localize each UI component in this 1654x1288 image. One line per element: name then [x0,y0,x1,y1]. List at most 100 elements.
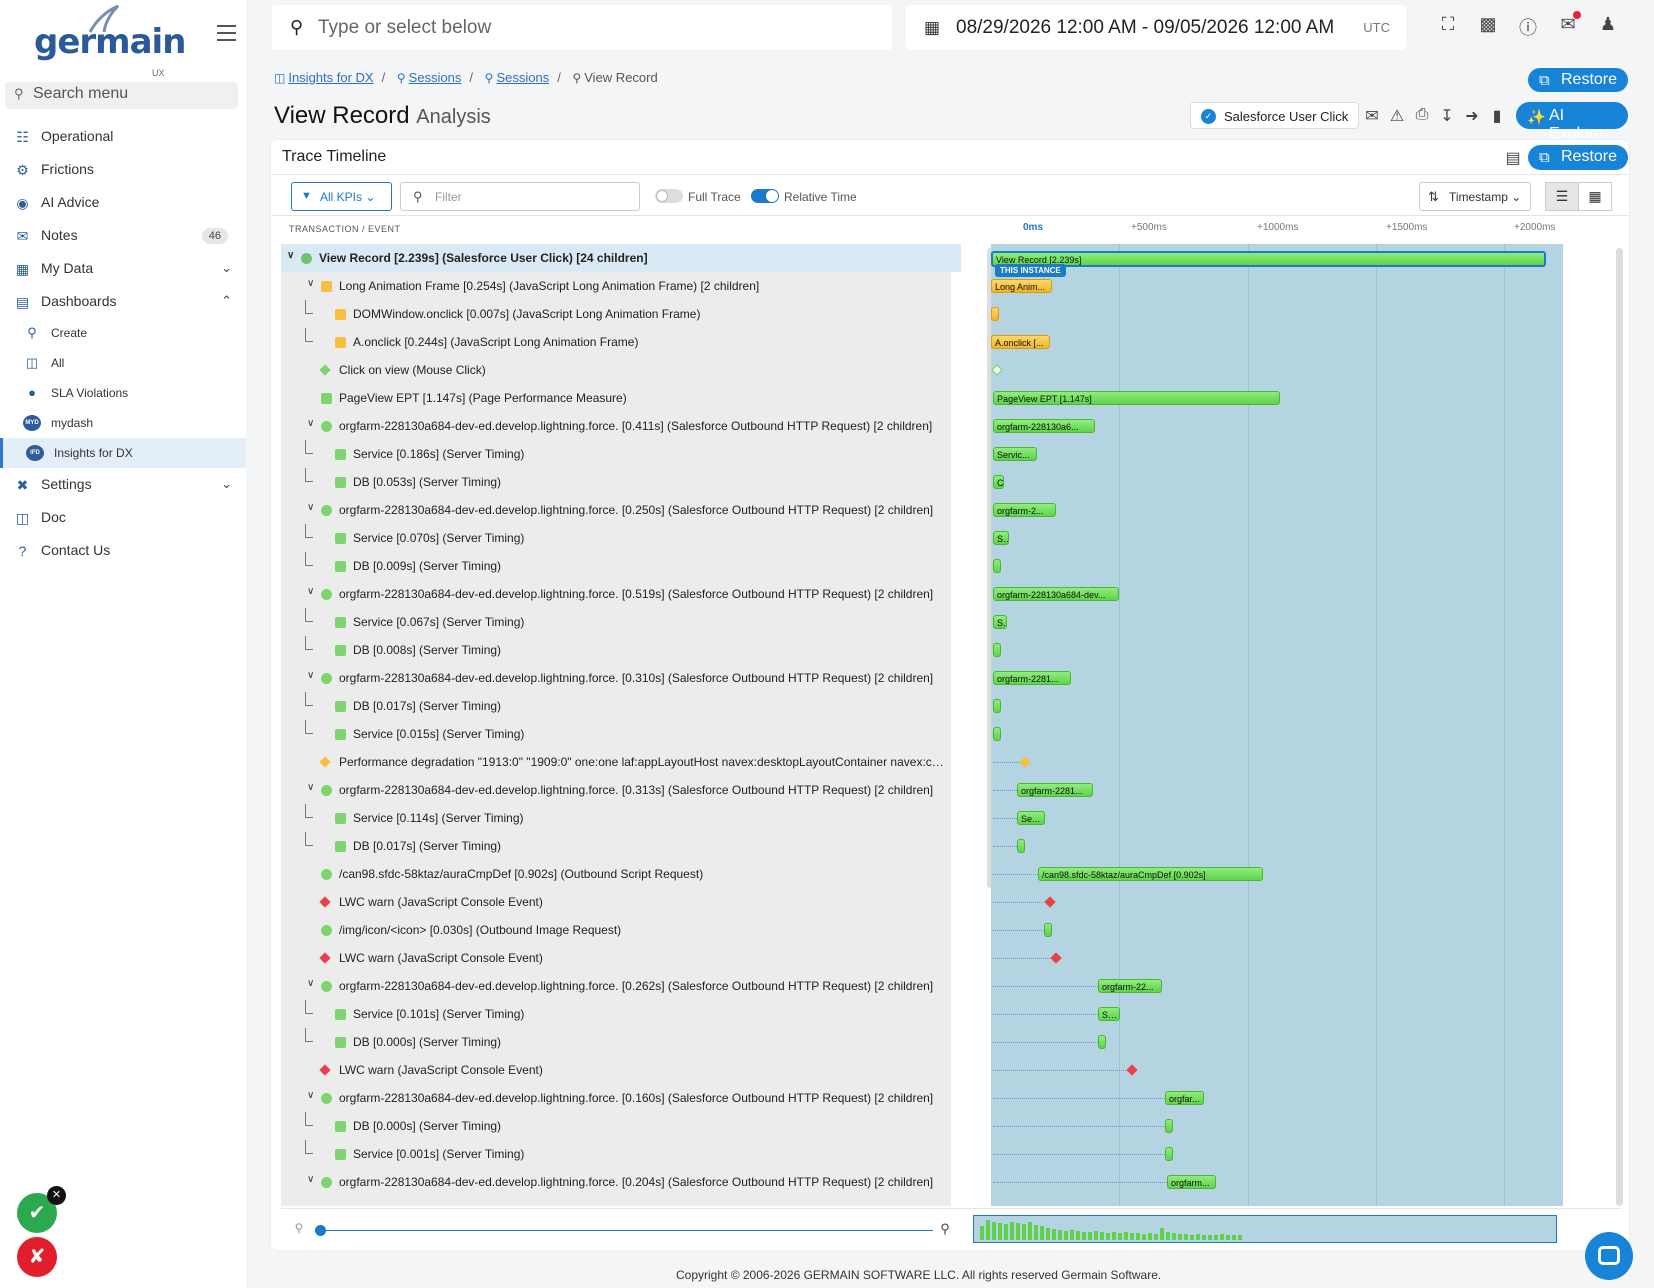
tree-row[interactable]: LWC warn (JavaScript Console Event) [281,1056,961,1084]
timeline-minimap[interactable] [973,1215,1557,1243]
tree-row[interactable]: DB [0.053s] (Server Timing) [281,468,961,496]
user-icon[interactable]: ♟ [1599,14,1617,34]
hamburger-menu-icon[interactable] [217,25,236,41]
tree-row[interactable]: Service [0.114s] (Server Timing) [281,804,961,832]
tree-row[interactable]: DB [0.000s] (Server Timing) [281,1112,961,1140]
timeline-bar[interactable]: orgfarm-2... [993,503,1056,517]
expand-toggle-icon[interactable]: ∨ [307,586,315,597]
sort-dropdown[interactable]: ⇅Timestamp ⌄ [1419,182,1531,211]
expand-toggle-icon[interactable]: ∨ [307,1090,315,1101]
timeline-bar[interactable] [1098,1035,1106,1049]
tree-row[interactable]: DB [0.009s] (Server Timing) [281,552,961,580]
tree-row[interactable]: ∨orgfarm-228130a684-dev-ed.develop.light… [281,1084,961,1112]
zoom-in-icon[interactable]: ⚲ [940,1221,950,1236]
expand-toggle-icon[interactable]: ∨ [307,1174,315,1185]
table-view-toggle[interactable]: ▦ [1578,182,1612,211]
kpi-chip[interactable]: ✓Salesforce User Click [1190,102,1359,129]
comment-icon[interactable]: ✉ [1365,108,1379,125]
date-range-picker[interactable]: ▦ 08/29/2026 12:00 AM - 09/05/2026 12:00… [906,5,1406,50]
tree-row[interactable]: Service [0.186s] (Server Timing) [281,440,961,468]
timeline-bar[interactable]: C [993,475,1004,489]
timeline-bar[interactable]: Se... [1098,1007,1120,1021]
timeline-scrollbar[interactable] [1616,248,1623,1206]
timeline-bar[interactable] [1165,1119,1173,1133]
tree-row[interactable]: PageView EPT [1.147s] (Page Performance … [281,384,961,412]
kpi-filter-dropdown[interactable]: ▼All KPIs ⌄ [291,182,392,211]
tree-row[interactable]: DB [0.008s] (Server Timing) [281,636,961,664]
expand-toggle-icon[interactable]: ∨ [307,278,315,289]
tree-row[interactable]: Performance degradation "1913:0" "1909:0… [281,748,961,776]
sidebar-item-contact-us[interactable]: ?Contact Us [0,534,246,567]
tree-row[interactable]: Service [0.001s] (Server Timing) [281,1140,961,1168]
sidebar-item-my-data[interactable]: ▦My Data⌄ [0,252,246,285]
warning-icon[interactable]: ⚠ [1389,108,1405,125]
timeline-bar[interactable]: orgfarm-2281... [993,671,1071,685]
timeline-bar[interactable] [1017,839,1025,853]
sidebar-item-frictions[interactable]: ⚙Frictions [0,153,246,186]
tree-row[interactable]: DB [0.017s] (Server Timing) [281,692,961,720]
germain-logo[interactable]: germain UX [34,4,186,78]
tree-row[interactable]: Service [0.070s] (Server Timing) [281,524,961,552]
tree-scrollbar[interactable] [987,248,994,888]
expand-toggle-icon[interactable]: ∨ [307,670,315,681]
tree-row[interactable]: ∨orgfarm-228130a684-dev-ed.develop.light… [281,496,961,524]
timeline-bar[interactable]: S.. [993,531,1009,545]
sidebar-subitem-create[interactable]: ⚲Create [0,318,246,348]
tree-row[interactable]: Service [0.101s] (Server Timing) [281,1000,961,1028]
timeline-bar[interactable]: Se... [1017,811,1045,825]
timeline-bar[interactable] [1044,923,1052,937]
expand-toggle-icon[interactable]: ∨ [307,418,315,429]
chat-support-button[interactable] [1585,1232,1633,1280]
tree-row[interactable]: A.onclick [0.244s] (JavaScript Long Anim… [281,328,961,356]
tree-row[interactable]: ∨orgfarm-228130a684-dev-ed.develop.light… [281,580,961,608]
sidebar-item-operational[interactable]: ☷Operational [0,120,246,153]
timeline-bar[interactable]: Servic... [993,447,1037,461]
presentation-icon[interactable]: ▩ [1479,14,1497,34]
tree-row[interactable]: Click on view (Mouse Click) [281,356,961,384]
fullscreen-icon[interactable]: ⛶ [1441,14,1455,34]
timeline-bar[interactable]: orgfarm-2281... [1017,783,1093,797]
restore-button[interactable]: ⧉Restore [1528,68,1628,92]
search-menu-input[interactable]: ⚲ Search menu [5,82,238,109]
panel-restore-button[interactable]: ⧉Restore [1528,145,1628,170]
thumbs-down-icon[interactable]: ✘ [17,1237,57,1277]
global-search-input[interactable]: ⚲ Type or select below [272,5,892,50]
tree-row[interactable]: ∨orgfarm-228130a684-dev-ed.develop.light… [281,664,961,692]
filter-input[interactable]: ⚲Filter [400,182,640,211]
print-icon[interactable]: ⎙ [1415,106,1429,123]
timeline-bar[interactable]: PageView EPT [1.147s] [993,391,1280,405]
sidebar-item-doc[interactable]: ◫Doc [0,501,246,534]
close-icon[interactable]: ✕ [47,1186,66,1205]
download-icon[interactable]: ↧ [1440,108,1454,125]
sidebar-item-settings[interactable]: ✖Settings⌄ [0,468,246,501]
timeline-bar[interactable]: orgfarm-228130a684-dev... [993,587,1119,601]
bookmark-icon[interactable]: ▮ [1492,108,1502,125]
zoom-slider-track[interactable] [319,1230,933,1231]
tree-row[interactable]: ∨View Record [2.239s] (Salesforce User C… [281,244,961,272]
timeline-bar[interactable]: /can98.sfdc-58ktaz/auraCmpDef [0.902s] [1038,867,1263,881]
timeline-bar[interactable] [993,643,1001,657]
timeline-bar[interactable]: orgfar... [1165,1091,1204,1105]
csv-export-icon[interactable]: ▤ [1505,150,1521,167]
timeline-bar[interactable]: Long Anim... [991,279,1052,293]
breadcrumb-link-sessions-2[interactable]: Sessions [496,70,550,85]
timeline-bar[interactable]: orgfarm... [1167,1175,1216,1189]
tree-row[interactable]: LWC warn (JavaScript Console Event) [281,944,961,972]
timeline-bar[interactable] [993,699,1001,713]
expand-toggle-icon[interactable]: ∨ [287,250,295,261]
sidebar-subitem-all[interactable]: ◫All [0,348,246,378]
sidebar-subitem-sla-violations[interactable]: ●SLA Violations [0,378,246,408]
breadcrumb-link-sessions[interactable]: Sessions [408,70,462,85]
timeline-bar[interactable]: S. [993,615,1007,629]
ai-explore-button[interactable]: ✨AI Explore [1516,102,1628,142]
tree-row[interactable]: DOMWindow.onclick [0.007s] (JavaScript L… [281,300,961,328]
relative-time-toggle[interactable] [751,189,779,203]
breadcrumb-link-insights[interactable]: Insights for DX [288,70,374,85]
tree-row[interactable]: ∨Long Animation Frame [0.254s] (JavaScri… [281,272,961,300]
list-view-toggle[interactable]: ☰ [1545,182,1579,211]
timeline-bar[interactable] [993,559,1001,573]
inbox-icon[interactable]: ✉ [1556,11,1581,38]
timeline-bar[interactable] [1165,1147,1173,1161]
